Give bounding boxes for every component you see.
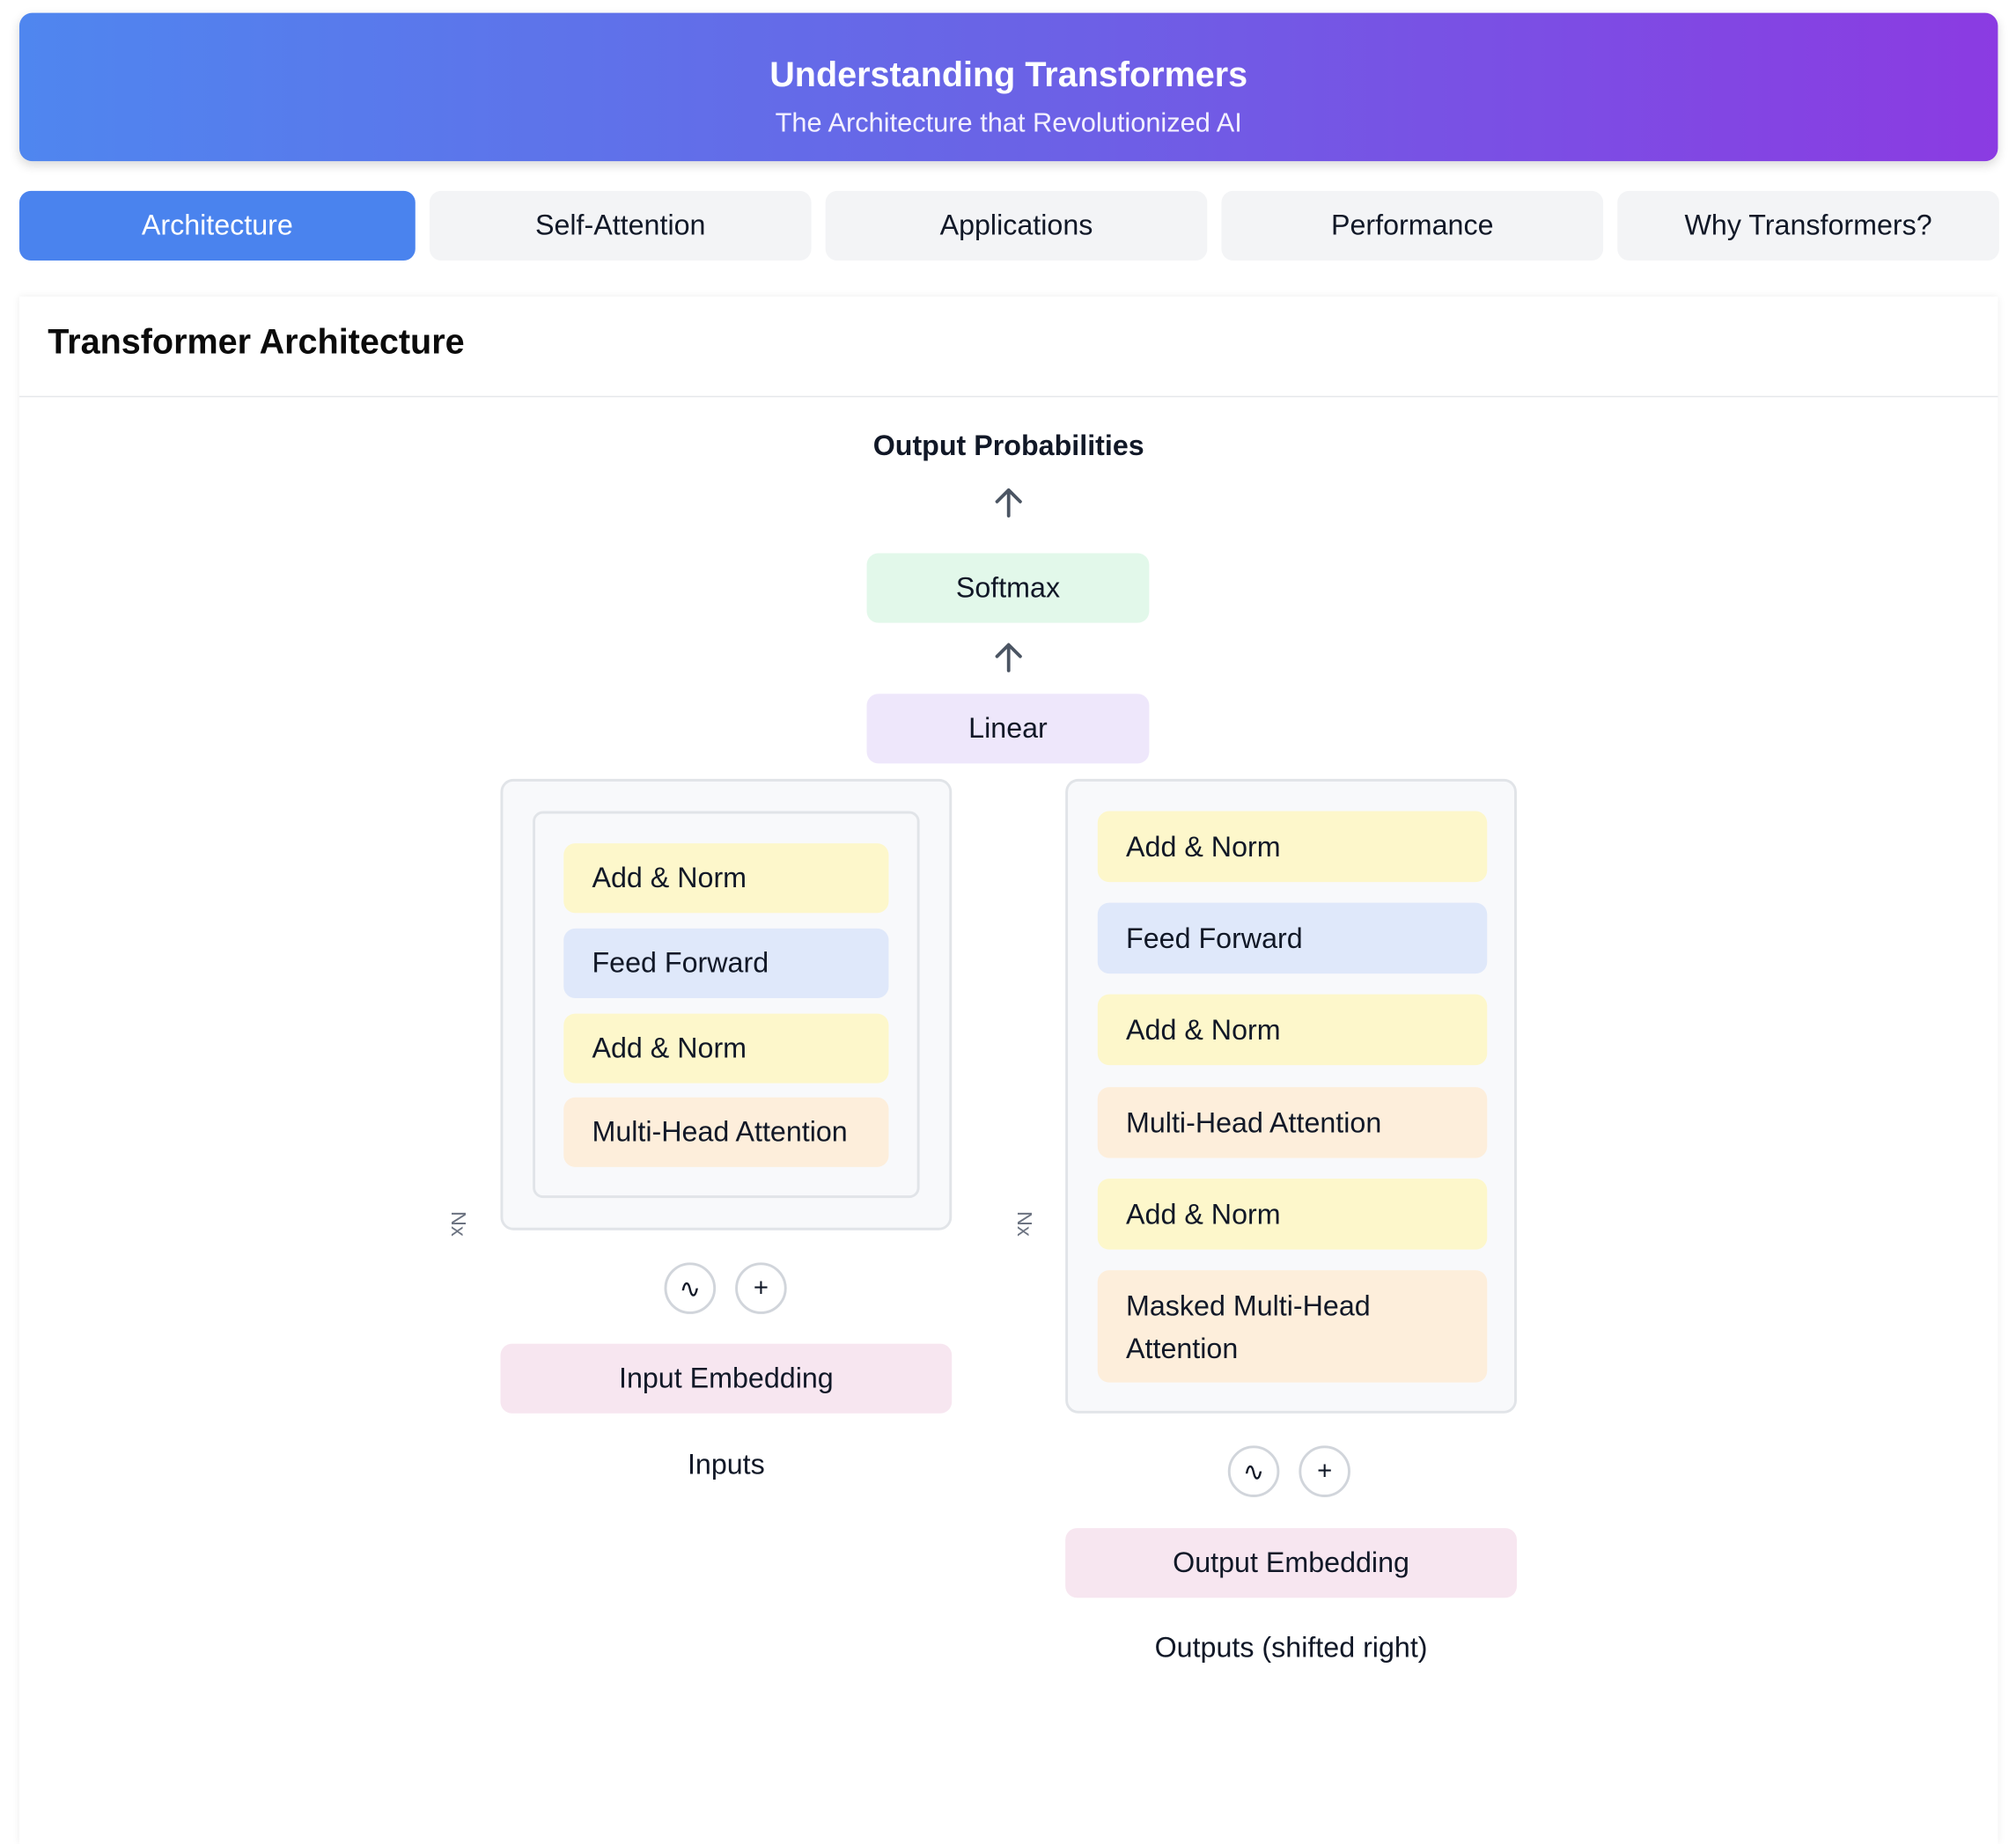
positional-encoding-icon: ∿ — [664, 1262, 717, 1314]
page-header: Understanding Transformers The Architect… — [18, 12, 1998, 162]
tab-performance[interactable]: Performance — [1221, 190, 1604, 261]
decoder-repeat-label: Nx — [1012, 1211, 1035, 1237]
arrow-up-icon — [995, 643, 1022, 672]
tab-why-transformers[interactable]: Why Transformers? — [1617, 190, 1999, 261]
output-embedding-block: Output Embedding — [1065, 1528, 1517, 1598]
decoder-add-norm-block: Add & Norm — [1097, 1179, 1488, 1250]
tab-architecture[interactable]: Architecture — [18, 190, 416, 261]
encoder-layer: Add & Norm Feed Forward Add & Norm Multi… — [533, 811, 920, 1199]
arrow-up-icon — [995, 488, 1022, 518]
linear-block: Linear — [866, 694, 1150, 764]
encoder-multi-head-attention-block: Multi-Head Attention — [563, 1097, 889, 1167]
tab-self-attention[interactable]: Self-Attention — [429, 190, 812, 261]
add-icon: + — [735, 1262, 787, 1314]
decoder-multi-head-attention-block: Multi-Head Attention — [1097, 1087, 1488, 1158]
softmax-block: Softmax — [866, 553, 1150, 623]
decoder-stack: Add & Norm Feed Forward Add & Norm Multi… — [1065, 778, 1517, 1414]
decoder-masked-attention-block: Masked Multi-Head Attention — [1097, 1270, 1488, 1383]
page-subtitle: The Architecture that Revolutionized AI — [775, 108, 1242, 138]
page-title: Understanding Transformers — [769, 55, 1248, 94]
decoder-add-norm-block: Add & Norm — [1097, 994, 1488, 1066]
input-embedding-block: Input Embedding — [500, 1343, 953, 1414]
section-title: Transformer Architecture — [48, 322, 465, 362]
add-icon: + — [1299, 1445, 1350, 1497]
tab-applications[interactable]: Applications — [825, 190, 1208, 261]
divider — [18, 395, 1998, 398]
output-probabilities-label: Output Probabilities — [872, 429, 1144, 462]
encoder-add-norm-block: Add & Norm — [563, 1013, 889, 1084]
content-card: Transformer Architecture Output Probabil… — [18, 296, 1998, 1844]
outputs-shifted-label: Outputs (shifted right) — [1154, 1631, 1428, 1664]
encoder-repeat-label: Nx — [445, 1211, 468, 1237]
encoder-add-norm-block: Add & Norm — [563, 843, 889, 914]
tab-bar: Architecture Self-Attention Applications… — [18, 190, 1999, 261]
encoder-stack: Add & Norm Feed Forward Add & Norm Multi… — [500, 778, 953, 1231]
decoder-add-norm-block: Add & Norm — [1097, 811, 1488, 883]
decoder-feed-forward-block: Feed Forward — [1097, 902, 1488, 974]
inputs-label: Inputs — [687, 1448, 765, 1480]
encoder-feed-forward-block: Feed Forward — [563, 928, 889, 998]
positional-encoding-icon: ∿ — [1227, 1445, 1280, 1497]
